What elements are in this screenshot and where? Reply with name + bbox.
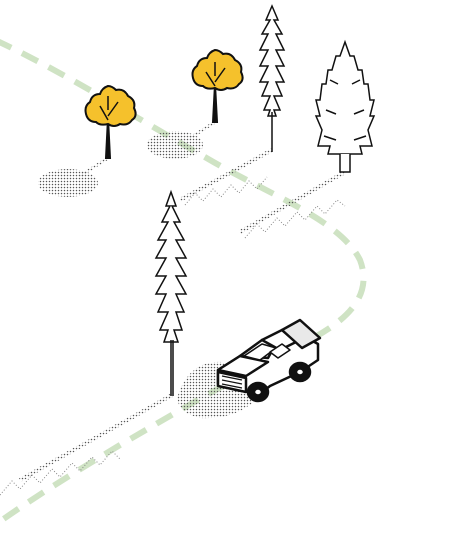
tree-shadows (0, 120, 346, 496)
fir-tree (314, 39, 376, 173)
tall-pine-tree-top (258, 4, 286, 152)
dashed-route (0, 39, 367, 526)
tall-pine-tree-bottom (154, 189, 188, 396)
pickup-truck (216, 318, 322, 403)
deciduous-tree-right (191, 48, 244, 123)
deciduous-tree-left (84, 84, 137, 159)
